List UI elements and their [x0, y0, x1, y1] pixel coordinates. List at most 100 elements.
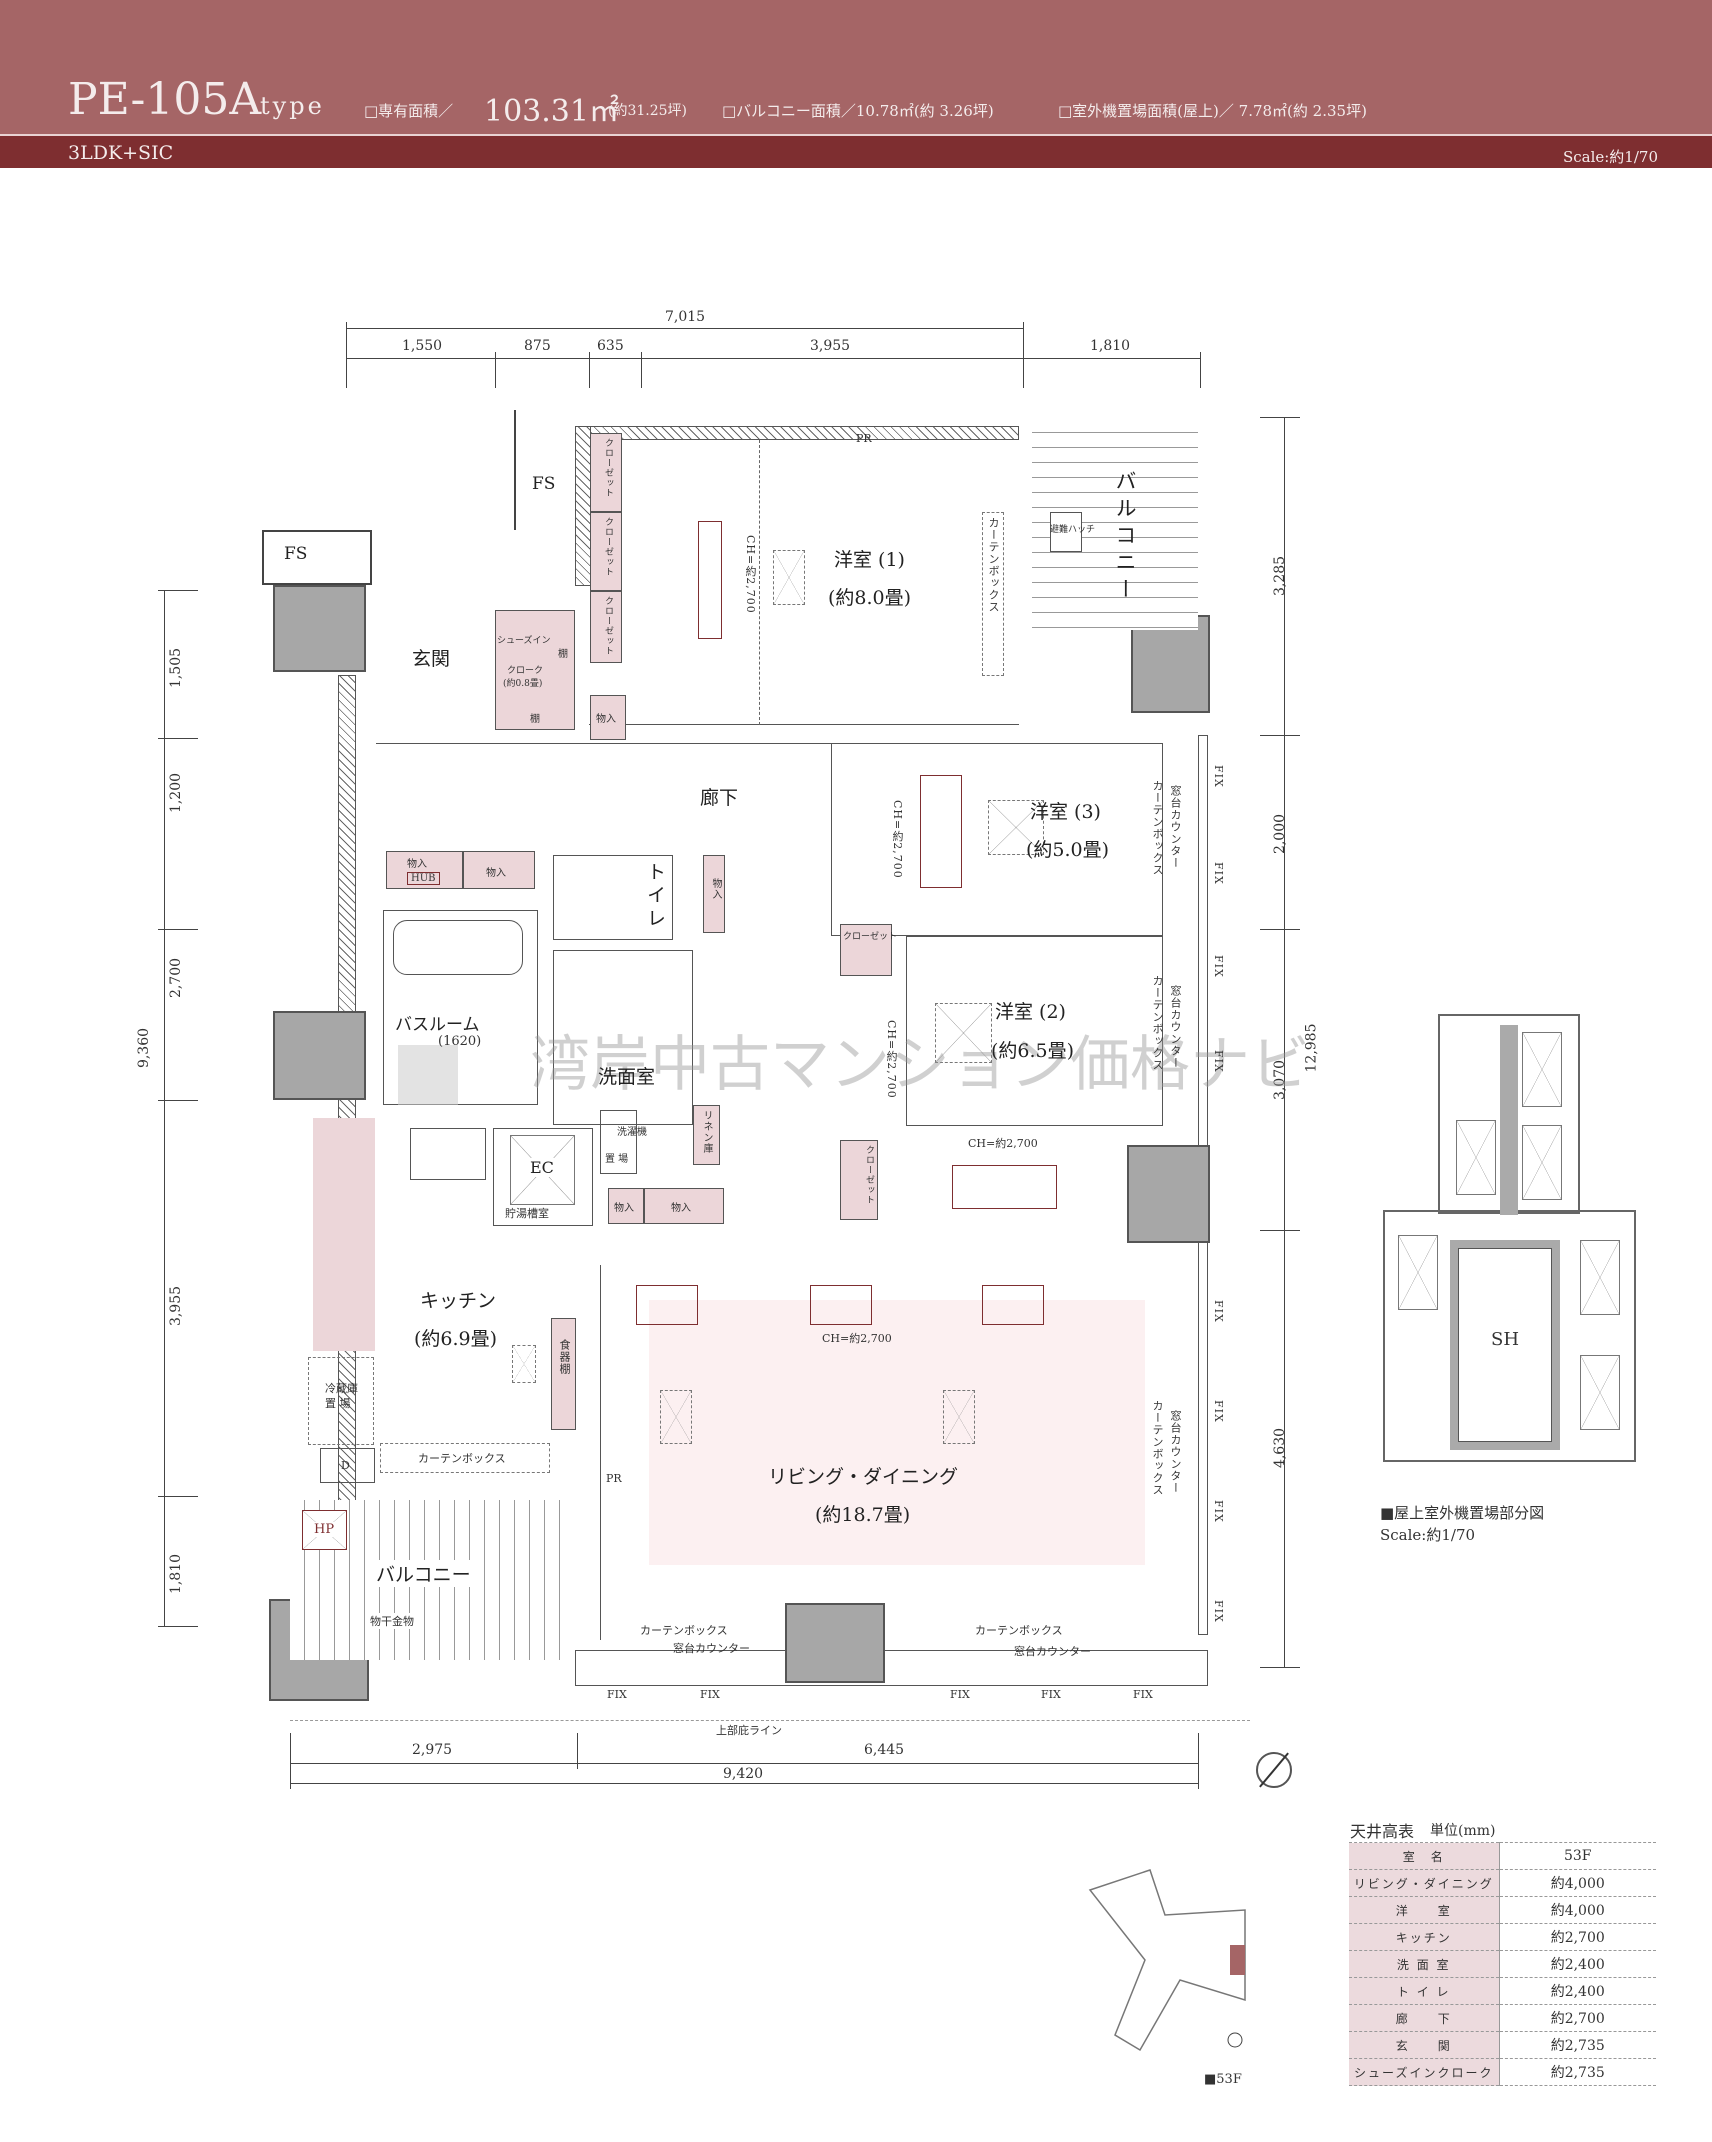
room-name: 洋 室 [1349, 1896, 1500, 1924]
ceiling-vent [943, 1390, 975, 1444]
dim-right-total: 12,985 [1303, 1023, 1320, 1073]
storage: 物入 [590, 695, 626, 740]
header-floor: 53F [1499, 1842, 1656, 1870]
bath-label: バスルーム [395, 1015, 480, 1035]
storage-label: 物入 [486, 868, 506, 879]
closet-label: クローゼット [843, 932, 898, 942]
fridge-label: 冷蔵庫 [325, 1382, 358, 1395]
dim-tick [158, 738, 198, 739]
fs-box-left [262, 530, 372, 585]
room-height: 約4,000 [1499, 1869, 1656, 1897]
dim-tick [1260, 1230, 1300, 1231]
laundry-label: 洗濯機 [617, 1127, 647, 1138]
aircon [636, 1285, 698, 1325]
closet: クローゼット [590, 591, 622, 663]
room-name: 廊 下 [1349, 2004, 1500, 2032]
pillar [785, 1603, 885, 1683]
western1-size: (約8.0畳) [828, 587, 912, 609]
dim-line [1284, 417, 1285, 1667]
outdoor-unit [1456, 1120, 1496, 1195]
fix-label: FIX [1212, 1600, 1225, 1623]
storage-label: 物入 [671, 1203, 691, 1214]
escape-hatch [1050, 512, 1082, 552]
fix-label: FIX [607, 1688, 627, 1701]
fridge-label-2: 置 場 [325, 1397, 351, 1410]
fs-label-left: FS [284, 544, 308, 564]
ch-label: CH=約2,700 [822, 1332, 892, 1345]
hp-label: HP [314, 1522, 335, 1537]
fix-label: FIX [700, 1688, 720, 1701]
dim-left-5: 1,810 [168, 1553, 185, 1595]
table-row: 廊 下約2,700 [1349, 2004, 1656, 2032]
north-arrow-icon [1256, 1752, 1292, 1788]
building-outline [1088, 1869, 1246, 2052]
roof-scale: Scale:約1/70 [1380, 1526, 1476, 1544]
shoe-label-2: クローク [507, 666, 544, 676]
bath-size: (1620) [438, 1034, 482, 1049]
curtain-box: カーテンボックス [1151, 780, 1164, 876]
area-tsubo: (約31.25坪) [608, 103, 688, 119]
fix-label: FIX [1212, 955, 1225, 978]
closet: クローゼット [840, 1140, 878, 1220]
ch-label: CH=約2,700 [968, 1137, 1038, 1150]
room-western-1 [589, 440, 1019, 725]
table-row: リビング・ダイニング約4,000 [1349, 1869, 1656, 1897]
pillar [273, 1011, 366, 1100]
kitchen-size: (約6.9畳) [414, 1328, 498, 1350]
room-height: 約2,700 [1499, 1923, 1656, 1951]
pillar [273, 585, 366, 672]
living-area [649, 1300, 1145, 1565]
storage: 物入 [608, 1188, 644, 1224]
outdoor-unit [1580, 1240, 1620, 1315]
pillar [1131, 615, 1210, 713]
ceiling-table-unit: 単位(mm) [1430, 1823, 1496, 1839]
scale-label: Scale:約1/70 [1562, 148, 1658, 166]
hall-label: 廊下 [700, 787, 739, 809]
counter-label: 窓台カウンター [1014, 1645, 1091, 1658]
storage: 物入 [703, 855, 725, 933]
fix-label: FIX [1212, 1050, 1225, 1073]
dim-left-1: 1,505 [168, 647, 185, 689]
dim-right-3: 3,070 [1272, 1059, 1289, 1101]
curtain-box: カーテンボックス [1151, 1400, 1164, 1496]
dish-cabinet-label: 食器棚 [558, 1339, 571, 1375]
entrance-label: 玄関 [412, 648, 451, 670]
western3-size: (約5.0畳) [1026, 839, 1110, 861]
closet-label: クローゼット [603, 517, 613, 577]
outdoor-unit [1522, 1125, 1562, 1200]
dim-top-total: 7,015 [665, 309, 706, 325]
dim-line [346, 328, 1023, 329]
room-height: 約2,400 [1499, 1950, 1656, 1978]
room-name: キッチン [1349, 1923, 1500, 1951]
storage: 物入 [463, 851, 535, 889]
dim-line [290, 1763, 1198, 1764]
wall-line [600, 1265, 605, 1640]
linen-label: リネン庫 [701, 1110, 712, 1154]
living-label: リビング・ダイニング [768, 1466, 959, 1488]
type-label: type [260, 92, 325, 120]
tank-room [493, 1128, 593, 1226]
wall-line [514, 410, 516, 530]
balcony-bottom-label: バルコニー [376, 1560, 471, 1587]
curtain-box-label: カーテンボックス [418, 1452, 506, 1465]
shelf-label-2: 棚 [530, 714, 540, 725]
dim-tick [346, 322, 347, 388]
dim-tick [158, 929, 198, 930]
ec-label: EC [530, 1158, 554, 1177]
sh-shaft: SH [1450, 1240, 1560, 1450]
laundry-space [600, 1110, 637, 1174]
area-label: □専有面積／ [364, 102, 454, 120]
dim-top-3: 635 [597, 338, 624, 354]
tank-label: 貯湯槽室 [505, 1207, 549, 1220]
room-name: シューズインクローク [1349, 2058, 1500, 2086]
ch-label: CH=約2,700 [885, 1020, 898, 1099]
drying-hardware-label: 物干金物 [370, 1613, 414, 1629]
model-name: PE-105A [68, 74, 262, 125]
table-row: キッチン約2,700 [1349, 1923, 1656, 1951]
dim-line [290, 1783, 1198, 1784]
ch-label: CH=約2,700 [744, 535, 757, 614]
western3-label: 洋室 (3) [1030, 801, 1101, 823]
dim-tick [1023, 322, 1024, 388]
shoe-label: シューズイン [497, 636, 551, 646]
